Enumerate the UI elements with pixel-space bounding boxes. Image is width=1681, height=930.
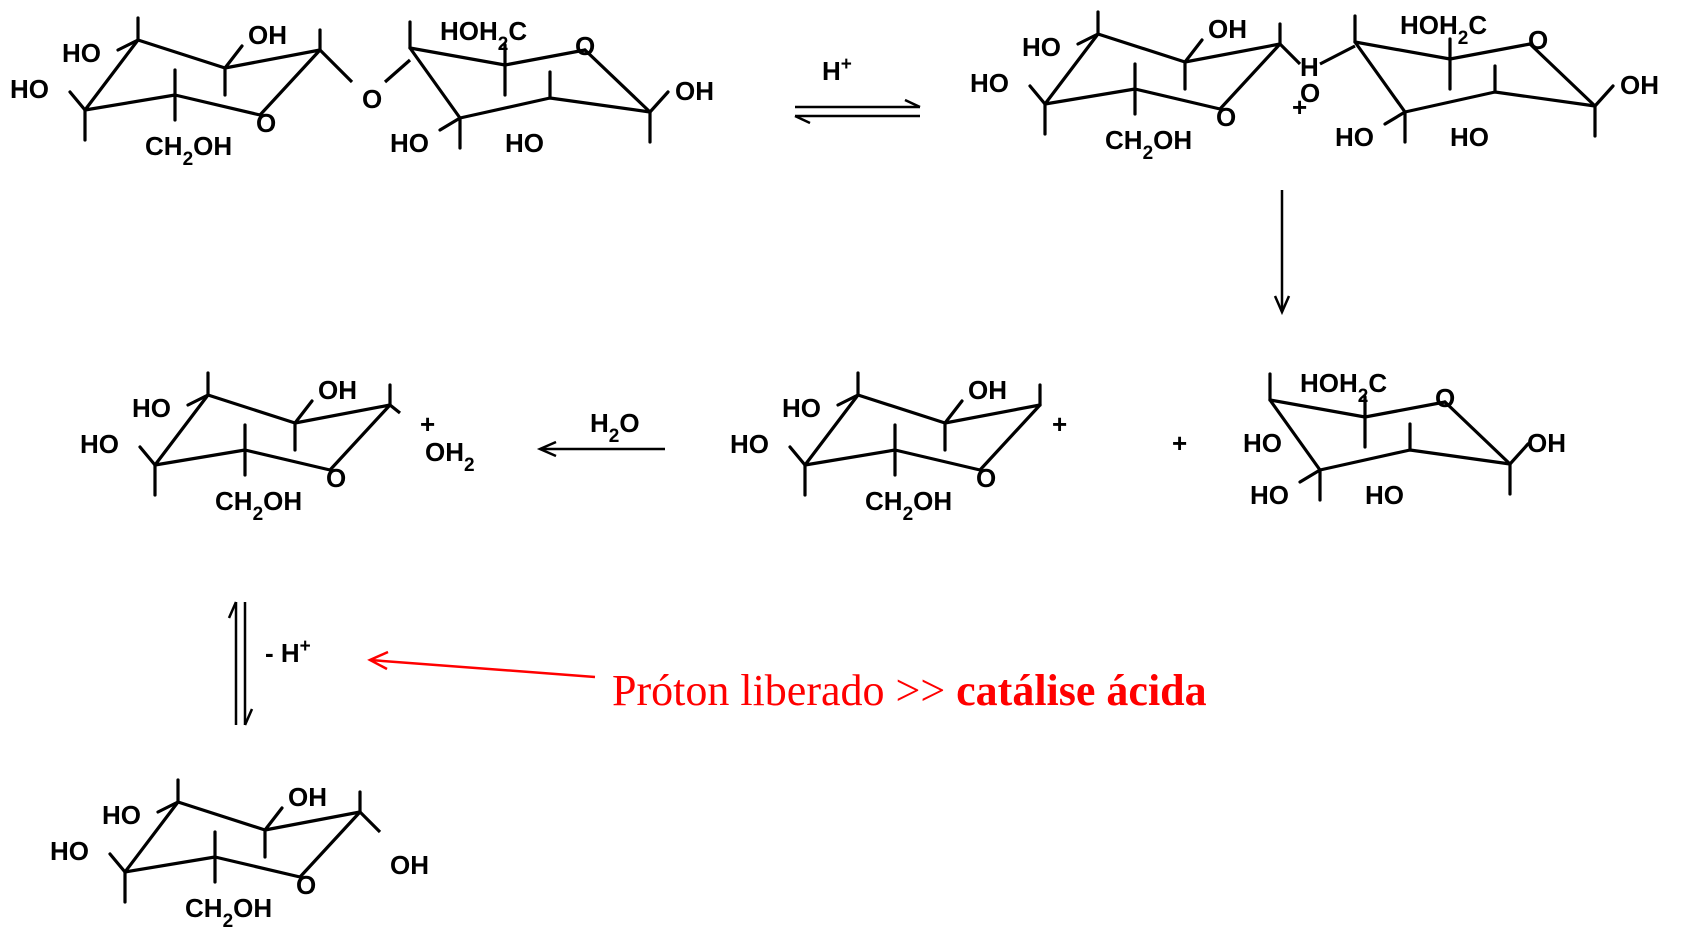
ch2oh-label: CH2OH [1105,125,1192,164]
ho-label: HO [1365,480,1404,510]
oh-label: OH [968,375,1007,405]
ho-label: HO [1450,122,1489,152]
hoh2c-label: HOH2C [440,16,527,55]
ho-label: HO [1022,32,1061,62]
hoh2c-label: HOH2C [1300,368,1387,407]
molecule-oxonium-adduct: HO OH HO O + OH2 CH2OH [80,371,475,525]
molecule-disaccharide: O HO OH HO O CH2OH HOH2C O OH HO HO [10,16,714,170]
oh-label: OH [1620,70,1659,100]
oh-label: OH [248,20,287,50]
arrow-water-attack: H2O [536,408,665,458]
proton-loss-label: - H+ [265,636,311,668]
oxonium-charge: + [1292,92,1307,122]
ring-oxygen: O [296,870,316,900]
oxonium-h: H [1300,52,1319,82]
ho-label: HO [390,128,429,158]
ho-label: HO [970,68,1009,98]
oh-label: OH [675,76,714,106]
ho-label: HO [10,74,49,104]
arrow-cleavage [1273,190,1291,316]
molecule-carbocation: HO OH HO O + CH2OH [730,371,1067,525]
water-label: H2O [590,408,640,447]
annotation-caption: Próton liberado >> catálise ácida [612,666,1207,715]
carbocation-charge: + [1052,409,1067,439]
molecule-protonated-disaccharide: H O + HO OH HO O CH2OH HOH2C O OH HO HO [970,10,1659,164]
oh-label: OH [318,375,357,405]
ho-label: HO [730,429,769,459]
molecule-released-unit: HOH2C O OH HO HO HO [1243,368,1566,510]
oh-label: OH [1208,14,1247,44]
anomeric-oh-label: OH [390,850,429,880]
ho-label: HO [102,800,141,830]
hoh2c-label: HOH2C [1400,10,1487,49]
oxonium-oxygen: O [1300,78,1320,108]
ho-label: HO [1250,480,1289,510]
ring-oxygen: O [575,31,595,61]
oh-label: OH [1527,428,1566,458]
equilibrium-arrow-deprotonation: - H+ [227,601,311,726]
ho-label: HO [62,38,101,68]
acid-label: H+ [822,54,852,86]
ch2oh-label: CH2OH [215,486,302,525]
ring-oxygen: O [976,463,996,493]
ho-label: HO [50,836,89,866]
glycosidic-oxygen: O [362,84,382,114]
plus-sign: + [1172,428,1187,458]
oxonium-charge: + [420,409,435,439]
ho-label: HO [782,393,821,423]
oh2-label: OH2 [425,437,475,476]
oh-label: OH [288,782,327,812]
ho-label: HO [80,429,119,459]
ho-label: HO [1335,122,1374,152]
ring-oxygen: O [1528,25,1548,55]
ho-label: HO [132,393,171,423]
ch2oh-label: CH2OH [865,486,952,525]
molecule-product-monosaccharide: HO OH HO O OH CH2OH [50,778,429,930]
ho-label: HO [505,128,544,158]
annotation-arrow [367,650,596,679]
ring-oxygen: O [1435,383,1455,413]
ring-oxygen: O [1216,102,1236,132]
equilibrium-arrow-protonation: H+ [794,54,921,125]
ch2oh-label: CH2OH [145,131,232,170]
ring-oxygen: O [326,463,346,493]
ch2oh-label: CH2OH [185,893,272,930]
ho-label: HO [1243,428,1282,458]
ring-oxygen: O [256,108,276,138]
